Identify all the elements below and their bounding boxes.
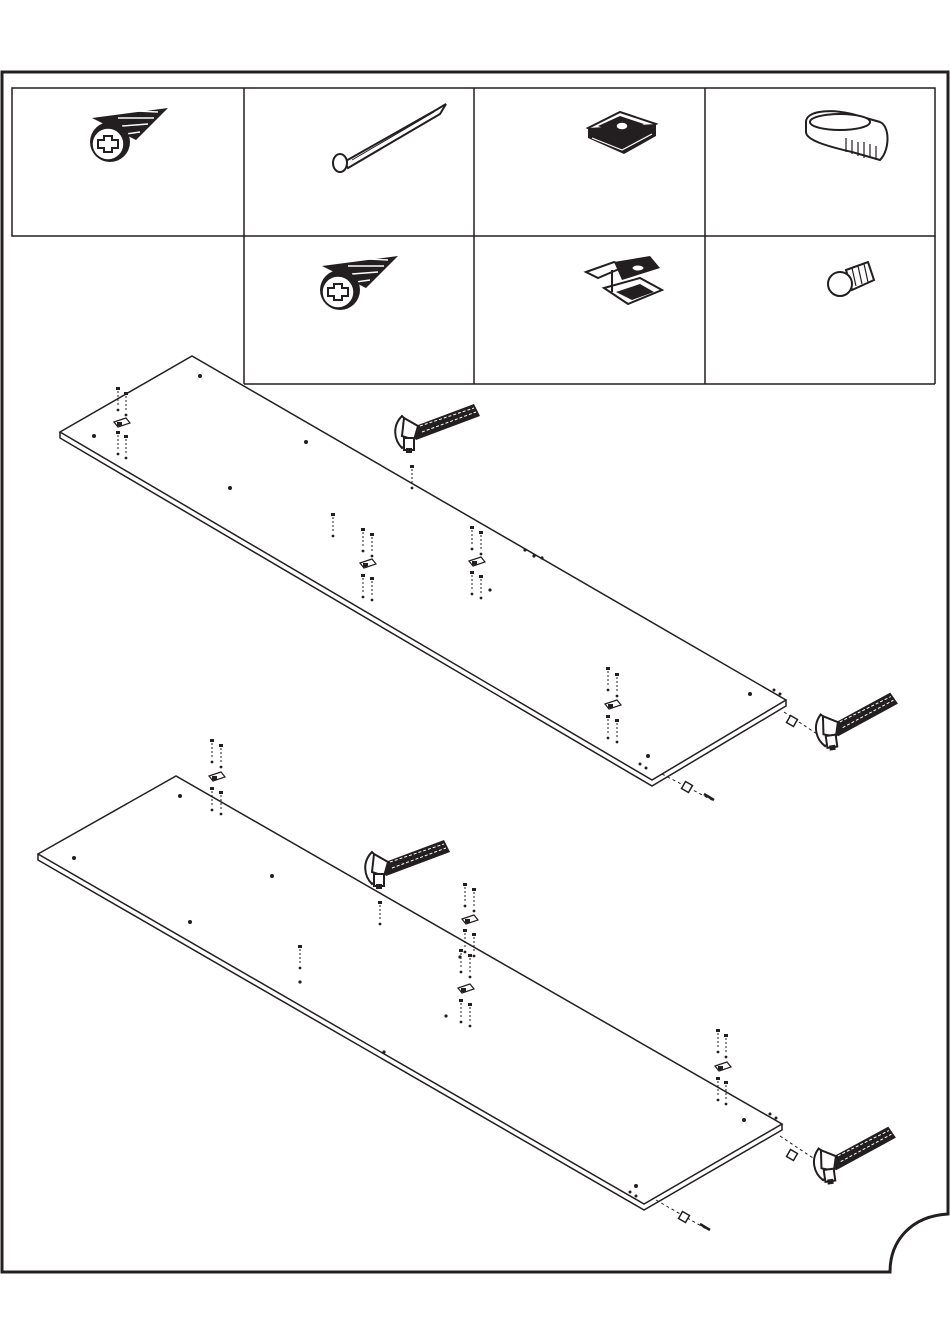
cam-bracket-icon [588,112,656,154]
hammer-icon [812,692,903,752]
hinge-plate-icon [586,256,662,304]
knob-icon [828,262,874,296]
parts-table [12,88,935,384]
lower-panel [38,776,782,1210]
hammer-icon [395,404,480,453]
hammer-icon [365,840,450,889]
oval-rod-support-icon [806,111,888,160]
countersunk-screw-icon [90,108,168,162]
upper-panel [60,356,786,786]
hammer-icon [810,1126,901,1186]
countersunk-screw-icon [320,256,398,310]
nail-icon [333,104,446,172]
